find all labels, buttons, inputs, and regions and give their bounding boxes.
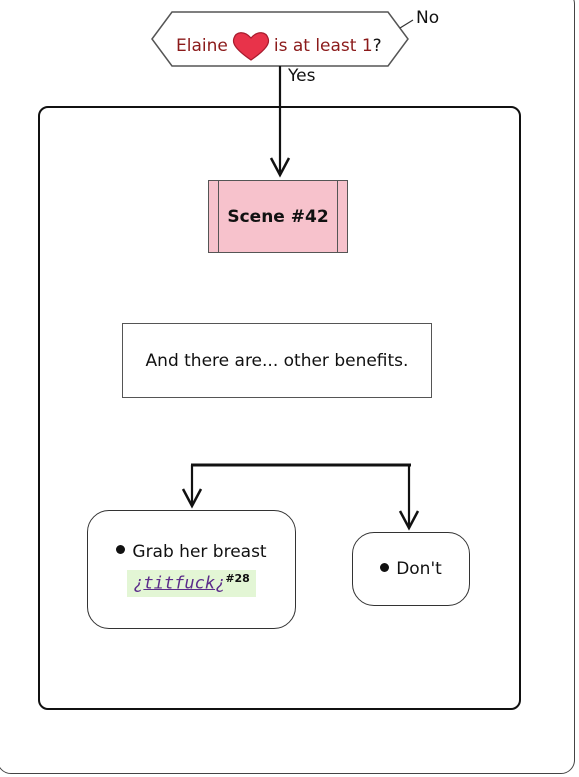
scene-left-bar xyxy=(209,181,219,252)
tag-link[interactable]: titfuck xyxy=(143,573,216,594)
condition-label: Elaine is at least 1? xyxy=(176,30,382,62)
heart-icon xyxy=(232,32,269,61)
condition-suffix: ? xyxy=(372,36,382,56)
tag-close: ¿ xyxy=(215,573,226,594)
condition-hexagon[interactable] xyxy=(151,11,409,67)
no-branch-label: No xyxy=(416,8,440,28)
scene-node[interactable]: Scene #42 xyxy=(208,180,348,253)
choice-grab-breast[interactable]: Grab her breast ¿titfuck¿#28 xyxy=(87,510,296,629)
choice-a-arrowhead xyxy=(181,488,203,509)
bullet-icon xyxy=(116,545,126,555)
bullet-icon xyxy=(380,562,390,572)
condition-threshold: 1 xyxy=(361,36,373,56)
yes-arrowhead xyxy=(269,157,291,178)
tag-open: ¿ xyxy=(133,573,144,594)
choice-b-arrowhead xyxy=(398,510,420,531)
choice-dont[interactable]: Don't xyxy=(352,532,470,606)
narration-box: And there are... other benefits. xyxy=(122,323,432,398)
yes-branch-label: Yes xyxy=(288,66,316,86)
tag-ref: #28 xyxy=(225,571,250,585)
no-branch-line xyxy=(399,19,414,29)
scene-right-bar xyxy=(337,181,347,252)
choice-label: Grab her breast xyxy=(132,541,267,562)
scene-label: Scene #42 xyxy=(227,206,329,227)
scene-tag[interactable]: ¿titfuck¿#28 xyxy=(127,569,256,598)
condition-character: Elaine xyxy=(176,36,228,56)
narration-text: And there are... other benefits. xyxy=(145,350,409,371)
condition-text: is at least xyxy=(273,36,357,56)
choice-label: Don't xyxy=(396,559,442,579)
choice-label-row: Grab her breast xyxy=(116,541,267,562)
choice-label-row: Don't xyxy=(380,559,442,579)
